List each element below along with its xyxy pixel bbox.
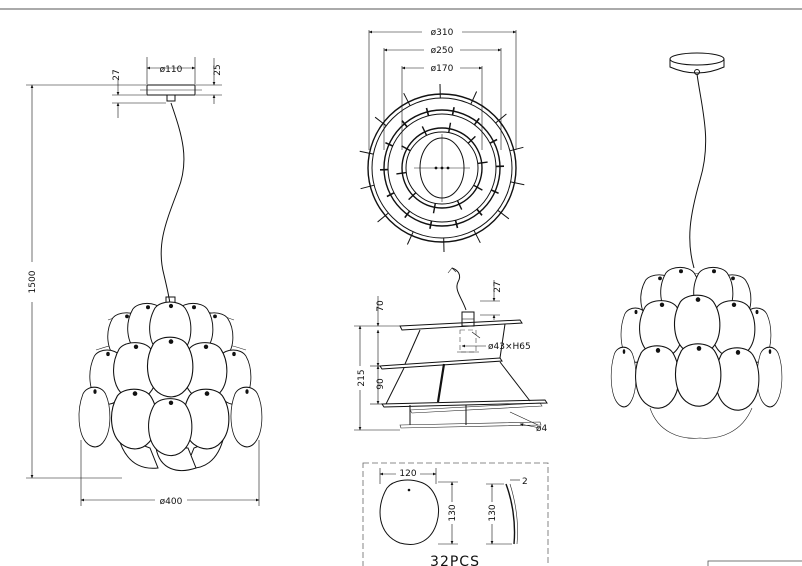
top-view-spoke — [396, 171, 407, 175]
section-cord-label: 27 — [493, 281, 503, 292]
top-view-spoke — [497, 209, 510, 220]
top-view-spoke — [404, 210, 411, 219]
top-view-spoke — [429, 220, 433, 229]
canopy-diameter-label: ø110 — [160, 65, 183, 75]
outer-ring-dimension: ø310 — [368, 26, 517, 150]
top-view-spoke — [456, 200, 463, 210]
petal-side-height-label: 130 — [488, 504, 498, 521]
petal-detail-box: 120 130 130 2 32PCS — [362, 462, 549, 566]
perspective-cord — [689, 73, 707, 269]
outer-ring-label: ø310 — [431, 28, 454, 38]
canopy-offset-label: 27 — [112, 69, 122, 80]
top-view-spoke — [374, 116, 387, 127]
perspective-shade — [610, 266, 783, 439]
section-view: 27 ø43×H65 ø4 — [354, 267, 548, 434]
socket-label: ø43×H65 — [488, 342, 531, 352]
top-view-spoke — [467, 135, 476, 144]
top-view-spoke — [476, 208, 483, 216]
petal-thickness-dimension: 2 — [510, 477, 528, 487]
top-view: ø310 ø250 ø170 — [359, 26, 525, 253]
top-view-spoke — [490, 189, 499, 195]
front-canopy — [140, 84, 202, 102]
top-view-spoke — [495, 113, 507, 124]
petal-width-dimension: 120 — [379, 467, 437, 484]
top-view-spoke — [401, 145, 411, 152]
wire-dimension: ø4 — [509, 411, 548, 434]
top-view-spoke — [401, 120, 408, 128]
top-view-spoke — [473, 184, 483, 191]
top-view-spoke — [360, 184, 375, 190]
top-view-spoke — [473, 117, 480, 126]
canopy-diameter-dimension: ø110 — [146, 57, 196, 84]
perspective-canopy — [669, 52, 725, 66]
petal-quantity-label: 32PCS — [430, 554, 480, 566]
canopy-offset-dimension: 27 — [112, 69, 166, 118]
top-view-spoke — [489, 138, 498, 144]
petal-height-label: 130 — [448, 504, 458, 521]
top-view-spoke — [432, 203, 436, 214]
top-view-spoke — [454, 220, 459, 229]
top-view-spoke — [377, 212, 389, 223]
top-view-spoke — [425, 107, 430, 116]
top-view-spoke — [403, 92, 411, 106]
front-cord — [160, 102, 185, 305]
front-shade — [78, 301, 263, 471]
top-view-spoke — [451, 107, 455, 116]
inner-ring-dimension: ø170 — [401, 62, 483, 150]
top-view-spoke — [448, 122, 452, 133]
perspective-view — [610, 52, 783, 439]
top-view-spoke — [408, 192, 417, 201]
top-view-spoke — [510, 181, 525, 186]
shade-diameter-label: ø400 — [160, 497, 183, 507]
top-view-spoke — [477, 161, 488, 165]
canopy-height-label: 25 — [213, 64, 223, 75]
petal-detail-shape — [379, 479, 439, 545]
title-block-corner — [707, 560, 802, 566]
canopy-height-dimension: 25 — [196, 58, 223, 104]
inner-ring-label: ø170 — [431, 64, 454, 74]
section-total-height-label: 215 — [357, 369, 367, 386]
petal-width-label: 120 — [399, 469, 416, 479]
top-view-spoke — [359, 150, 374, 155]
top-view-spoke — [421, 126, 428, 136]
wire-label: ø4 — [536, 424, 548, 434]
shade-diameter-dimension: ø400 — [80, 440, 260, 507]
socket-dimension: ø43×H65 — [461, 331, 531, 352]
petal-height-dimension: 130 — [438, 481, 458, 545]
tier-height-label: 90 — [376, 378, 386, 390]
top-view-spoke — [385, 141, 394, 147]
petal-side-height-dimension: 130 — [486, 483, 512, 545]
top-height-label: 70 — [376, 300, 386, 312]
top-view-spoke — [509, 146, 524, 152]
top-view-spoke — [386, 192, 395, 198]
top-view-spokes — [359, 83, 525, 253]
total-height-dimension: 1500 — [26, 84, 146, 479]
petal-side-profile — [505, 483, 516, 545]
petal-thickness-label: 2 — [522, 477, 528, 487]
top-view-spoke — [406, 231, 414, 245]
middle-ring-dimension: ø250 — [383, 44, 502, 150]
top-view-spoke — [473, 230, 481, 244]
front-view: ø110 25 27 1500 — [26, 57, 263, 507]
section-cord-dimension: 27 — [480, 280, 503, 320]
section-height-dimensions: 70 90 215 — [354, 296, 400, 431]
total-height-label: 1500 — [28, 270, 38, 293]
top-view-spoke — [470, 91, 478, 105]
middle-ring-label: ø250 — [431, 46, 454, 56]
